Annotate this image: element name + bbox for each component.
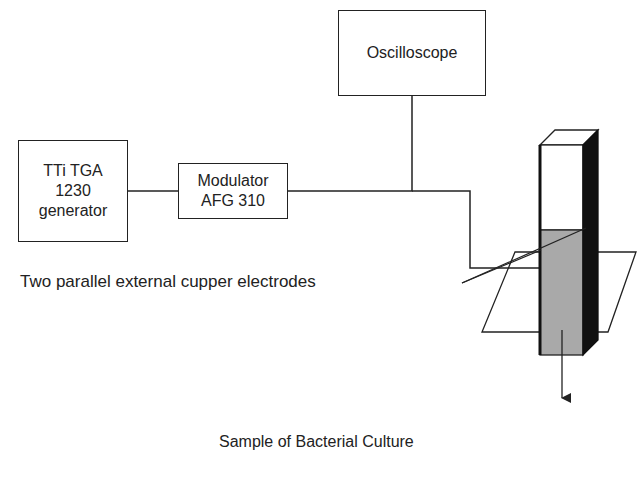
box-label: TTi TGA 1230 generator <box>25 161 121 221</box>
cuvette-front <box>540 145 583 230</box>
instrument-box: Oscilloscope <box>338 10 486 96</box>
instrument-box: TTi TGA 1230 generator <box>18 140 128 242</box>
pointer-arrow <box>561 330 562 398</box>
leader-line <box>462 228 586 283</box>
box-label: Modulator AFG 310 <box>185 171 281 211</box>
instrument-box: Modulator AFG 310 <box>178 163 288 219</box>
signal-cable <box>288 96 412 191</box>
box-label: Oscilloscope <box>367 43 458 63</box>
signal-cable <box>128 191 178 192</box>
electrode-label: Two parallel external cupper electrodes <box>20 272 316 292</box>
copper-electrode <box>583 130 598 355</box>
sample-label: Sample of Bacterial Culture <box>219 432 414 451</box>
